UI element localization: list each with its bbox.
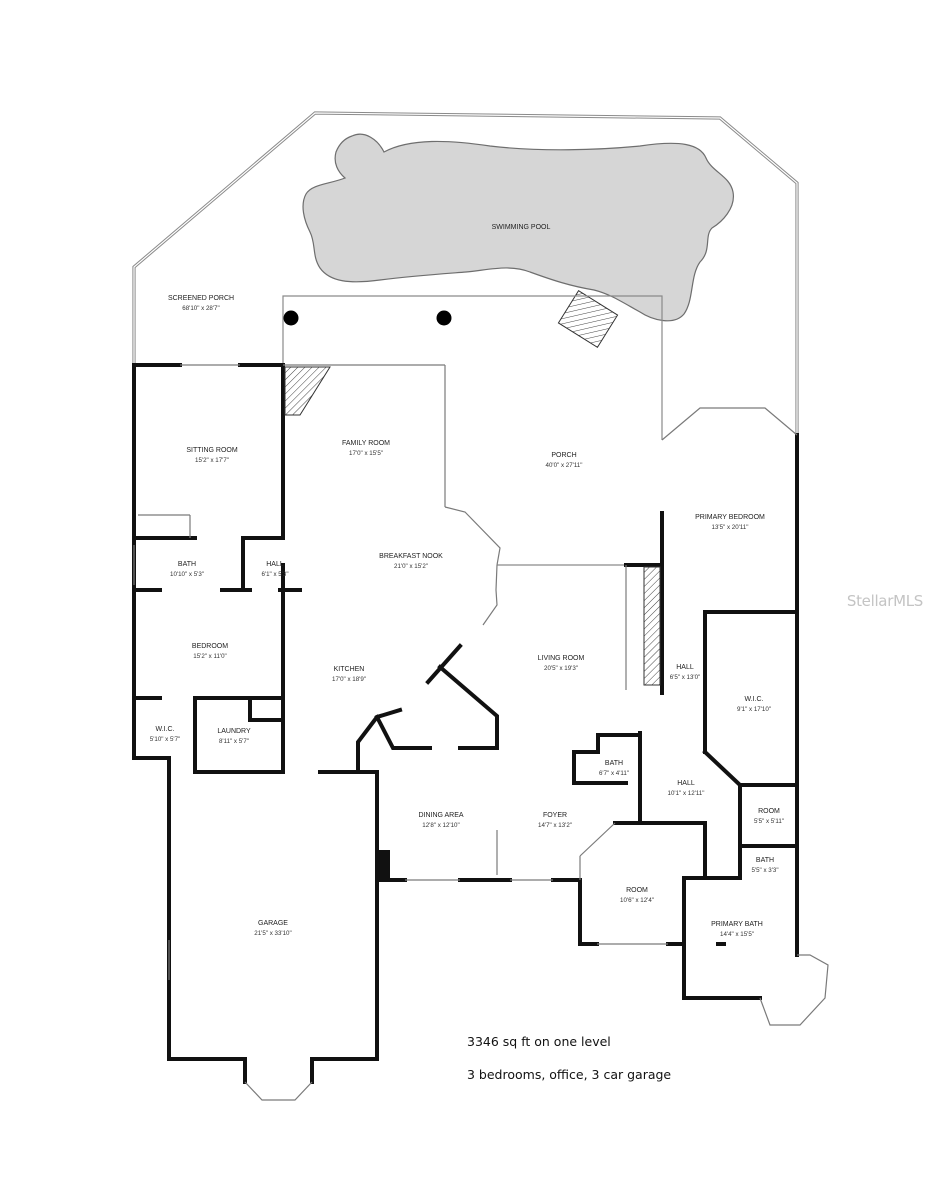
room-dimensions: 17'0" x 18'9" <box>332 676 366 683</box>
features-note: 3 bedrooms, office, 3 car garage <box>467 1067 672 1082</box>
room-dimensions: 12'8" x 12'10" <box>422 822 459 829</box>
room-dimensions: 10'6" x 12'4" <box>620 897 654 904</box>
room-dimensions: 15'2" x 11'0" <box>193 653 226 660</box>
room-name: SITTING ROOM <box>186 447 238 454</box>
room-dimensions: 6'5" x 13'0" <box>670 674 701 681</box>
room-name: KITCHEN <box>334 666 365 673</box>
room-name: BATH <box>178 561 196 568</box>
watermark: StellarMLS <box>846 592 923 610</box>
room-name: SCREENED PORCH <box>168 295 234 302</box>
room-name: BATH <box>756 857 774 864</box>
room-dimensions: 5'5" x 3'3" <box>751 867 778 874</box>
room-dimensions: 15'2" x 17'7" <box>195 457 229 464</box>
room-dimensions: 10'10" x 5'3" <box>170 571 204 578</box>
spa-hatch <box>557 290 619 348</box>
room-dimensions: 6'1" x 5'3" <box>261 571 288 578</box>
room-dimensions: 9'1" x 17'10" <box>737 706 771 713</box>
room-dimensions: 68'10" x 28'7" <box>182 305 219 312</box>
column <box>436 310 452 326</box>
column <box>283 310 299 326</box>
room-dimensions: 21'0" x 15'2" <box>394 563 428 570</box>
room-dimensions: 10'1" x 12'11" <box>668 790 705 797</box>
porch-outline <box>282 295 663 566</box>
room-dimensions: 5'5" x 5'11" <box>754 818 784 825</box>
room-dimensions: 14'4" x 15'5" <box>720 931 754 938</box>
room-dimensions: 21'5" x 33'10" <box>254 930 291 937</box>
room-name: HALL <box>676 664 694 671</box>
room-dimensions: 17'0" x 15'5" <box>349 450 383 457</box>
room-name: FOYER <box>543 812 567 819</box>
room-name: SWIMMING POOL <box>492 224 551 231</box>
walls <box>132 363 799 1084</box>
swimming-pool <box>302 133 734 322</box>
room-name: DINING AREA <box>418 812 463 819</box>
room-name: PRIMARY BATH <box>711 921 763 928</box>
pillar <box>378 850 390 878</box>
room-name: BEDROOM <box>192 643 228 650</box>
room-name: FAMILY ROOM <box>342 440 390 447</box>
windows <box>133 364 829 1101</box>
fireplace-corner <box>284 366 331 416</box>
room-name: W.I.C. <box>155 726 174 733</box>
room-name: HALL <box>677 780 695 787</box>
room-name: GARAGE <box>258 920 288 927</box>
room-dimensions: 8'11" x 5'7" <box>219 738 249 745</box>
room-dimensions: 6'7" x 4'11" <box>599 770 629 777</box>
room-dimensions: 13'5" x 20'11" <box>712 524 749 531</box>
room-name: ROOM <box>626 887 648 894</box>
room-dimensions: 5'10" x 5'7" <box>150 736 181 743</box>
room-name: BREAKFAST NOOK <box>379 553 443 560</box>
area-note: 3346 sq ft on one level <box>467 1034 611 1049</box>
room-name: PORCH <box>551 452 576 459</box>
room-dimensions: 20'5" x 19'3" <box>544 665 578 672</box>
fireplace <box>643 566 661 686</box>
pillar <box>716 942 726 946</box>
room-name: ROOM <box>758 808 780 815</box>
room-name: LIVING ROOM <box>538 655 585 662</box>
room-dimensions: 14'7" x 13'2" <box>538 822 572 829</box>
room-name: PRIMARY BEDROOM <box>695 514 765 521</box>
room-labels: SWIMMING POOL SCREENED PORCH 68'10" x 28… <box>150 224 784 938</box>
room-dimensions: 40'0" x 27'11" <box>546 462 583 469</box>
room-name: BATH <box>605 760 623 767</box>
room-name: W.I.C. <box>744 696 763 703</box>
room-name: LAUNDRY <box>217 728 251 735</box>
room-name: HALL <box>266 561 284 568</box>
